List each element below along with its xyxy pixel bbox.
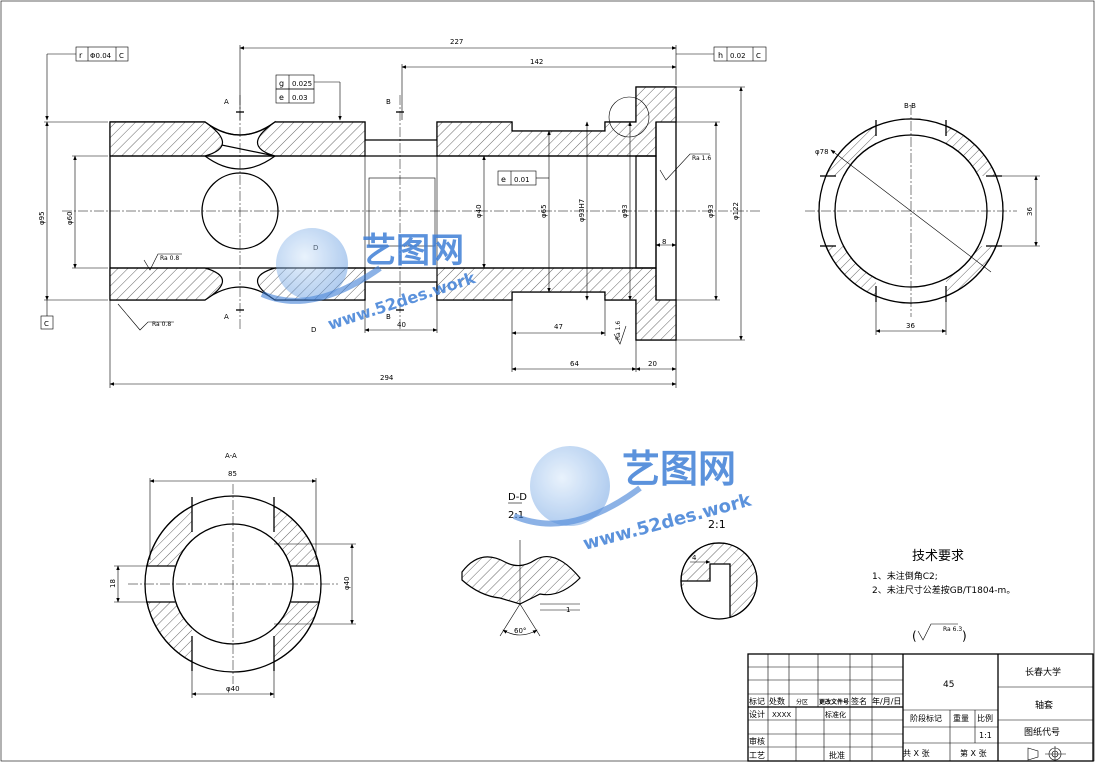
datum-c: C [44,320,49,328]
section-a-bottom: A [224,313,229,321]
gdt-e2-symbol: e [501,175,506,184]
aa-85: 85 [228,470,237,478]
rough-ra16-bottom: Ra 1.6 [615,321,622,340]
tb-sheets-total: 共 X 张 [903,749,930,758]
aa-phi40-h: φ40 [226,685,240,693]
tech-req-title: 技术要求 [912,549,964,564]
gdt-g-symbol: g [279,79,284,88]
tb-check-label: 审核 [749,736,765,746]
technical-requirements: 技术要求 1、未注倒角C2; 2、未注尺寸公差按GB/T1804-m。 ( Ra… [872,549,1015,643]
watermark-2: 艺图网 www.52des.work [512,446,754,555]
section-b-bottom: B [386,313,391,321]
dim-phi95: φ95 [38,211,46,225]
tb-sheet-no: 第 X 张 [960,748,987,758]
main-section-view: A A B B D D 227 142 φ95 φ60 φ40 φ65 φ93 [38,38,767,388]
dim-64: 64 [570,360,579,368]
svg-text:(: ( [912,629,917,643]
dim-294: 294 [380,374,394,382]
dim-phi60: φ60 [66,211,74,225]
rough-ra08-a: Ra 0.8 [160,255,179,262]
bb-36-bottom: 36 [906,322,915,330]
tb-weight-label: 重量 [953,713,969,723]
tb-col-date: 年/月/日 [872,696,901,706]
tb-process-label: 工艺 [749,751,765,760]
dd-angle: 60° [514,627,526,635]
gdt-e-symbol: e [279,93,284,102]
detail2-4: 4 [692,554,697,562]
dim-phi65: φ65 [540,204,548,218]
tb-col-count: 处数 [769,696,785,706]
watermark-1: 艺图网 www.52des.work [260,228,478,334]
tb-col-change: 更改文件号 [819,698,849,706]
detail-2-1-view: 2:1 4 [680,518,758,620]
tb-col-mark: 标记 [749,696,765,706]
tb-col-zone: 分区 [796,698,808,706]
tb-stage-label: 阶段标记 [910,713,942,723]
gdt-g-value: 0.025 [292,80,312,88]
gdt-left-ref: C [119,52,124,60]
section-aa-view: A-A 85 φ40 φ40 18 [109,452,356,698]
gdt-right-symbol: h [718,51,723,60]
tb-std-label: 标准化 [825,710,846,719]
section-d-lower: D [311,326,316,334]
tb-approve-label: 批准 [829,750,845,760]
tb-school: 长春大学 [1025,666,1061,678]
bb-title: B-B [904,102,916,110]
rough-general: Ra 6.3 [943,626,962,633]
aa-18: 18 [109,579,117,588]
tb-material: 45 [943,680,954,690]
dim-phi93: φ93 [621,204,629,218]
tb-scale-label: 比例 [977,713,993,723]
gdt-left-symbol: r [79,51,83,60]
gdt-right-ref: C [756,52,761,60]
tech-req-line1: 1、未注倒角C2; [872,570,938,582]
projection-symbol-icon [1027,746,1066,761]
dim-227: 227 [450,38,463,46]
svg-text:): ) [962,629,967,643]
dd-1: 1 [566,606,570,614]
title-block: 45 长春大学 轴套 图纸代号 标记 处数 分区 更改文件号 签名 年/月/日 … [747,653,1094,762]
dim-20: 20 [648,360,657,368]
bb-phi78: φ78 [815,148,829,156]
rough-ra08-b: Ra 0.8 [152,321,171,328]
tech-req-line2: 2、未注尺寸公差按GB/T1804-m。 [872,584,1015,596]
tb-scale-value: 1:1 [979,731,992,740]
bb-36-right: 36 [1026,207,1034,216]
dim-phi40: φ40 [475,204,483,218]
dd-title: D-D [508,492,527,503]
globe-logo-icon [276,228,348,300]
dim-142: 142 [530,58,543,66]
tb-col-sign: 签名 [851,696,867,706]
gdt-e2-value: 0.01 [514,176,530,184]
dim-40: 40 [397,321,406,329]
globe-logo-icon-2 [530,446,610,526]
tb-design-label: 设计 [749,709,765,719]
tb-part-name: 轴套 [1035,699,1053,711]
dim-phi93b: φ93 [707,204,715,218]
section-a-top: A [224,98,229,106]
gdt-left-value: Φ0.04 [90,52,112,60]
dim-8: 8 [662,238,666,246]
dim-phi122: φ122 [732,202,740,220]
aa-title: A-A [225,452,237,460]
section-b-top: B [386,98,391,106]
aa-phi40-v: φ40 [343,576,351,590]
wm1-brand: 艺图网 [362,231,464,271]
tb-drawing-no: 图纸代号 [1024,726,1060,738]
detail2-scale: 2:1 [708,518,726,531]
gdt-right-value: 0.02 [730,52,746,60]
dim-phi93h7: φ93H7 [578,199,586,222]
wm2-brand: 艺图网 [622,447,736,491]
gdt-e-value: 0.03 [292,94,308,102]
rough-ra16-top: Ra 1.6 [692,155,711,162]
dim-47: 47 [554,323,563,331]
section-bb-view: B-B φ78 36 36 [805,102,1040,335]
tb-design-name: XXXX [772,711,791,719]
